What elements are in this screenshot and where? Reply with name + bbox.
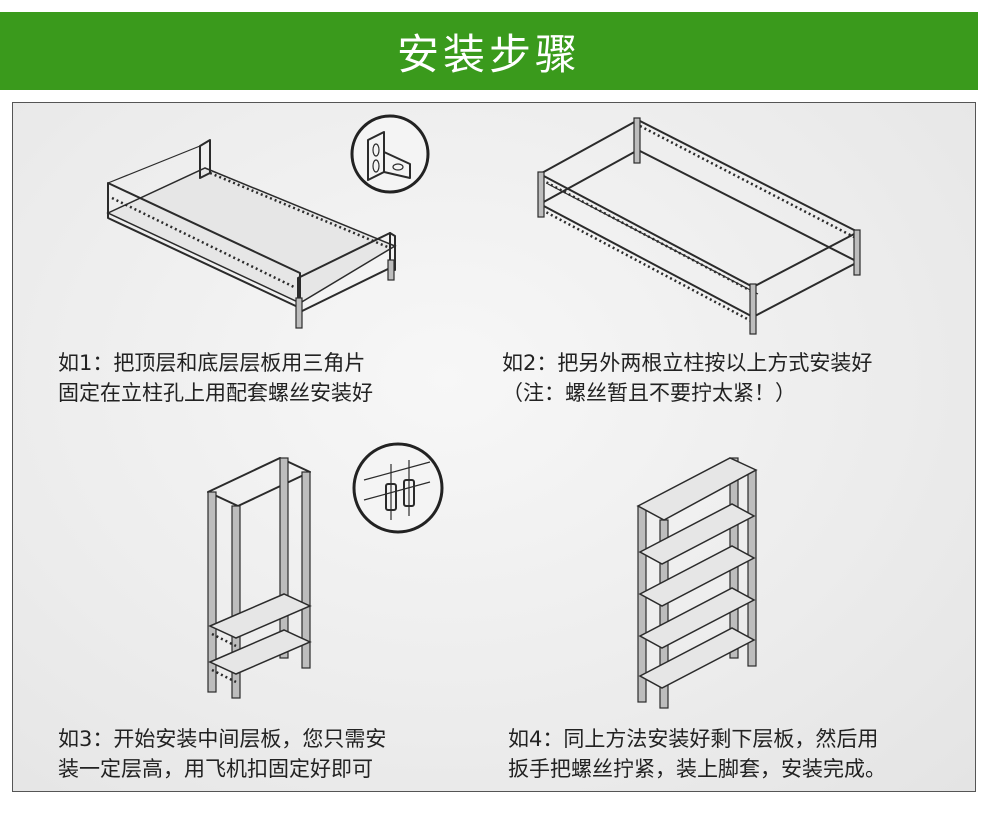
step2-line2: （注：螺丝暂且不要拧太紧！）	[502, 381, 796, 405]
step1-caption: 如1：把顶层和底层层板用三角片 固定在立柱孔上用配套螺丝安装好	[58, 348, 373, 408]
step3-caption: 如3：开始安装中间层板，您只需安 装一定层高，用飞机扣固定好即可	[58, 724, 386, 784]
step1-line1: 如1：把顶层和底层层板用三角片	[58, 351, 366, 375]
step3-line2: 装一定层高，用飞机扣固定好即可	[58, 757, 373, 781]
title-banner: 安装步骤	[0, 12, 978, 90]
bracket-detail-icon	[350, 114, 430, 194]
step1-figure	[106, 139, 397, 329]
step4-caption: 如4：同上方法安装好剩下层板，然后用 扳手把螺丝拧紧，装上脚套，安装完成。	[508, 724, 886, 784]
clip-detail-icon	[352, 442, 444, 534]
step4-line1: 如4：同上方法安装好剩下层板，然后用	[508, 727, 879, 751]
step4-line2: 扳手把螺丝拧紧，装上脚套，安装完成。	[508, 757, 886, 781]
step2-caption: 如2：把另外两根立柱按以上方式安装好 （注：螺丝暂且不要拧太紧！）	[502, 348, 872, 408]
step2-line1: 如2：把另外两根立柱按以上方式安装好	[502, 351, 873, 375]
step2-figure	[537, 117, 861, 335]
step3-figure	[207, 457, 312, 699]
step3-line1: 如3：开始安装中间层板，您只需安	[58, 727, 387, 751]
page-title: 安装步骤	[396, 29, 581, 79]
step1-line2: 固定在立柱孔上用配套螺丝安装好	[58, 381, 373, 405]
step4-figure	[636, 457, 758, 709]
